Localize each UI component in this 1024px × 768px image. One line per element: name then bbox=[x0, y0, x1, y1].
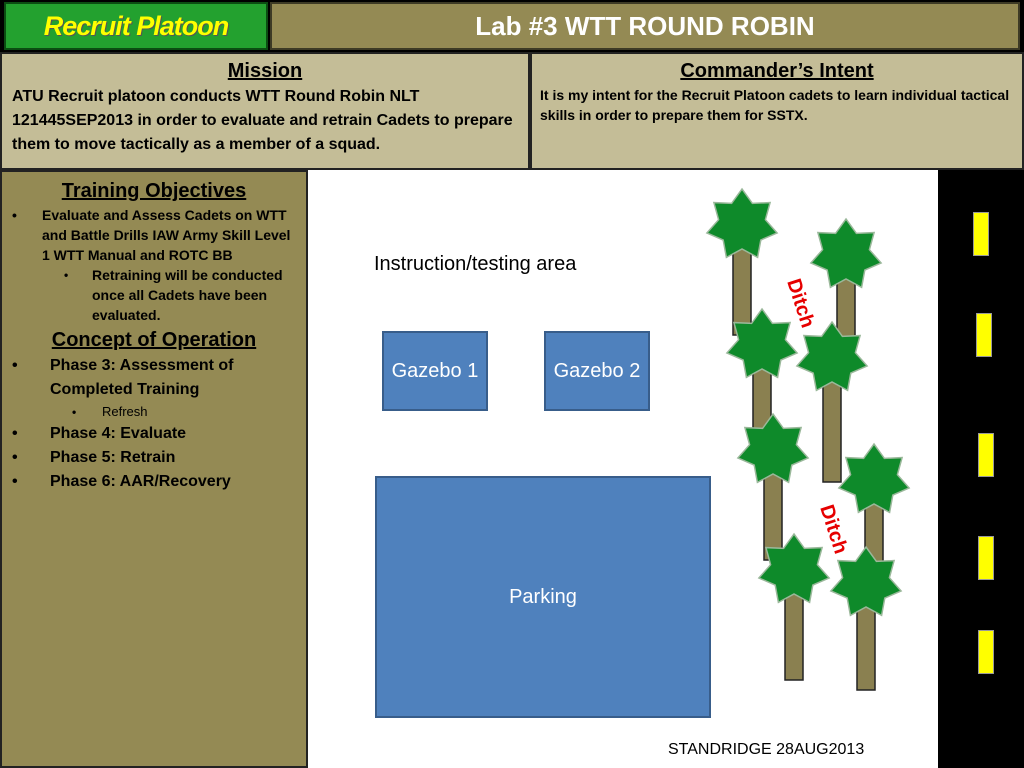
tree-icon bbox=[809, 217, 883, 346]
tree-icon bbox=[829, 545, 903, 691]
lane-marking bbox=[976, 313, 992, 357]
tree-icon bbox=[705, 187, 779, 336]
tree-canopy bbox=[837, 442, 911, 514]
lane-marking bbox=[978, 536, 994, 580]
phase-text: Phase 3: Assessment of Completed Trainin… bbox=[50, 357, 234, 398]
tree-canopy bbox=[705, 187, 779, 259]
lane-marking bbox=[978, 630, 994, 674]
tree-icon bbox=[736, 412, 810, 561]
lane-marking bbox=[973, 212, 989, 256]
slide-title: Lab #3 WTT ROUND ROBIN bbox=[270, 2, 1020, 50]
left-column: Training Objectives Evaluate and Assess … bbox=[0, 170, 308, 768]
list-item: Evaluate and Assess Cadets on WTT and Ba… bbox=[10, 205, 298, 325]
list-item: Retraining will be conducted once all Ca… bbox=[42, 265, 298, 325]
tree-icon bbox=[837, 442, 911, 576]
intent-heading: Commander’s Intent bbox=[680, 60, 874, 82]
mission-text: ATU Recruit platoon conducts WTT Round R… bbox=[12, 88, 513, 153]
mission-heading: Mission bbox=[227, 60, 303, 82]
tree-canopy bbox=[795, 320, 869, 392]
tree-icon bbox=[725, 307, 799, 441]
training-objectives-heading: Training Objectives bbox=[61, 180, 247, 202]
objective-text: Evaluate and Assess Cadets on WTT and Ba… bbox=[42, 207, 291, 263]
intent-text: It is my intent for the Recruit Platoon … bbox=[540, 87, 1010, 123]
tree-canopy bbox=[757, 532, 831, 604]
list-item: Phase 6: AAR/Recovery bbox=[10, 470, 298, 494]
tree-canopy bbox=[725, 307, 799, 379]
tree-canopy bbox=[829, 545, 903, 617]
tree-icon bbox=[795, 320, 869, 483]
road bbox=[938, 170, 1024, 768]
list-item: Phase 4: Evaluate bbox=[10, 422, 298, 446]
phase-subtext: Refresh bbox=[102, 404, 148, 419]
concept-list: Phase 3: Assessment of Completed Trainin… bbox=[10, 354, 298, 494]
author-credit: STANDRIDGE 28AUG2013 bbox=[668, 741, 865, 758]
tree-canopy bbox=[809, 217, 883, 289]
phase-text: Phase 6: AAR/Recovery bbox=[50, 473, 231, 490]
list-item: Phase 3: Assessment of Completed Trainin… bbox=[10, 354, 298, 422]
concept-heading: Concept of Operation bbox=[51, 329, 257, 351]
gazebo-2: Gazebo 2 bbox=[544, 331, 650, 411]
sub-list: Retraining will be conducted once all Ca… bbox=[42, 265, 298, 325]
tree-icon bbox=[757, 532, 831, 681]
phase-text: Phase 4: Evaluate bbox=[50, 425, 187, 442]
gazebo-1: Gazebo 1 bbox=[382, 331, 488, 411]
objective-subtext: Retraining will be conducted once all Ca… bbox=[92, 267, 283, 323]
instruction-area-label: Instruction/testing area bbox=[374, 253, 577, 275]
sub-list: Refresh bbox=[50, 402, 298, 422]
unit-badge: Recruit Platoon bbox=[4, 2, 268, 50]
lane-marking bbox=[978, 433, 994, 477]
tree-canopy bbox=[736, 412, 810, 484]
training-objectives-list: Evaluate and Assess Cadets on WTT and Ba… bbox=[10, 205, 298, 325]
phase-text: Phase 5: Retrain bbox=[50, 449, 176, 466]
commanders-intent-panel: Commander’s Intent It is my intent for t… bbox=[530, 52, 1024, 170]
mission-panel: Mission ATU Recruit platoon conducts WTT… bbox=[0, 52, 530, 170]
list-item: Phase 5: Retrain bbox=[10, 446, 298, 470]
list-item: Refresh bbox=[50, 402, 298, 422]
parking-area: Parking bbox=[375, 476, 711, 718]
